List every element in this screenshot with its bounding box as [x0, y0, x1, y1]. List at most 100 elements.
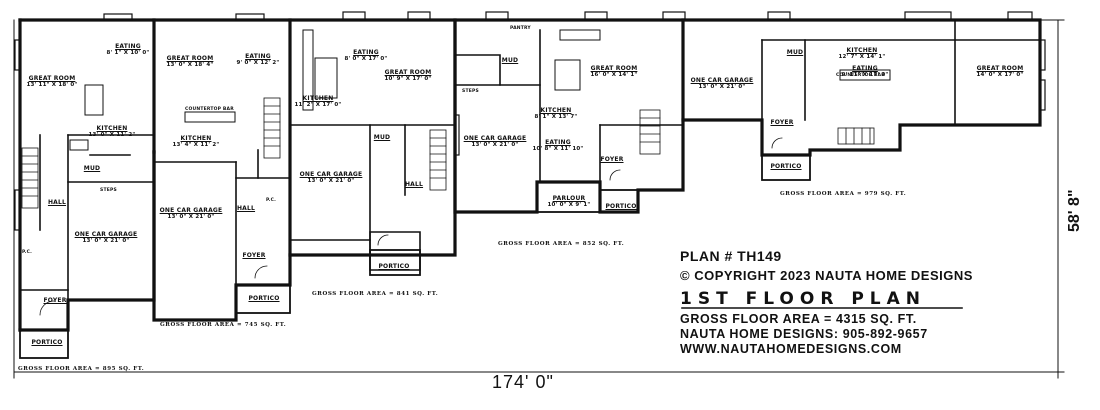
- room-name: PORTICO: [248, 295, 280, 302]
- room-dimensions: 10' 0" X 9' 1": [547, 202, 591, 208]
- room-name: GREAT ROOM: [976, 65, 1024, 72]
- room-name: EATING: [115, 43, 141, 50]
- room-dimensions: 13' 0" X 11' 2": [88, 132, 136, 138]
- room-name: KITCHEN: [96, 125, 128, 132]
- room-label: MUD: [84, 166, 100, 172]
- room-dimensions: 13' 0" X 18' 4": [166, 62, 214, 68]
- room-name: EATING: [545, 139, 571, 146]
- room-dimensions: 13' 11" X 18' 0": [26, 82, 78, 88]
- room-label: MUD: [374, 135, 390, 141]
- unit-1-gross-area: GROSS FLOOR AREA = 895 SQ. FT.: [18, 366, 145, 372]
- pc-label: P.C.: [266, 198, 276, 203]
- room-dimensions: 8' 1" X 13' 7": [534, 114, 578, 120]
- room-name: GREAT ROOM: [590, 65, 638, 72]
- room-name: KITCHEN: [540, 107, 572, 114]
- room-dimensions: 13' 0" X 21' 0": [167, 214, 215, 220]
- room-label: FOYER: [43, 298, 66, 304]
- room-name: MUD: [373, 134, 391, 141]
- room-name: KITCHEN: [846, 47, 878, 54]
- room-name: FOYER: [43, 297, 67, 304]
- room-label: HALL: [48, 200, 66, 206]
- room-label: FOYER: [600, 157, 623, 163]
- room-name: ONE CAR GARAGE: [74, 231, 138, 238]
- room-name: HALL: [404, 181, 424, 188]
- room-dimensions: 14' 0" X 17' 0": [976, 72, 1024, 78]
- room-label: FOYER: [770, 120, 793, 126]
- room-name: EATING: [852, 65, 878, 72]
- room-name: PORTICO: [605, 203, 637, 210]
- unit-5-walls: [681, 18, 1042, 157]
- gross-floor-area: GROSS FLOOR AREA = 4315 SQ. FT.: [680, 312, 917, 326]
- room-label: HALL: [405, 182, 423, 188]
- room-dimensions: 13' 0" X 21' 0": [471, 142, 519, 148]
- depth-dimension: 58' 8": [1066, 189, 1083, 232]
- portico-3-box: [369, 249, 421, 276]
- room-name: KITCHEN: [180, 135, 212, 142]
- room-name: GREAT ROOM: [384, 69, 432, 76]
- phone: NAUTA HOME DESIGNS: 905-892-9657: [680, 327, 928, 341]
- room-dimensions: 11' 2" X 17' 0": [294, 102, 342, 108]
- room-name: ONE CAR GARAGE: [159, 207, 223, 214]
- room-label: PORTICO: [31, 340, 62, 346]
- portico-2-box: [235, 284, 291, 314]
- room-name: KITCHEN: [302, 95, 334, 102]
- room-name: PORTICO: [31, 339, 63, 346]
- dimension-lines: [13, 19, 1065, 379]
- room-dimensions: 13' 4" X 11' 2": [172, 142, 220, 148]
- room-dimensions: 8' 1" X 10' 0": [106, 50, 150, 56]
- pantry-label: PANTRY: [510, 26, 531, 31]
- room-dimensions: 16' 0" X 14' 1": [590, 72, 638, 78]
- room-label: PORTICO: [378, 264, 409, 270]
- room-name: PORTICO: [770, 163, 802, 170]
- room-label: MUD: [787, 50, 803, 56]
- room-name: EATING: [245, 53, 271, 60]
- room-label: FOYER: [242, 253, 265, 259]
- unit-2-gross-area: GROSS FLOOR AREA = 745 SQ. FT.: [160, 322, 287, 328]
- room-dimensions: 8' 0" X 17' 0": [344, 56, 388, 62]
- width-dimension: 174' 0": [492, 372, 554, 392]
- stairs: [21, 97, 875, 209]
- pc-label: P.C.: [22, 250, 32, 255]
- room-label: HALL: [237, 206, 255, 212]
- steps-label: STEPS: [100, 188, 117, 193]
- copyright: © COPYRIGHT 2023 NAUTA HOME DESIGNS: [680, 268, 973, 283]
- room-dimensions: 12' 7" X 14' 1": [838, 54, 886, 60]
- room-name: MUD: [501, 57, 519, 64]
- unit-3-gross-area: GROSS FLOOR AREA = 841 SQ. FT.: [312, 291, 439, 297]
- countertop-bar-label: COUNTERTOP BAR: [185, 107, 234, 112]
- unit-4-gross-area: GROSS FLOOR AREA = 852 SQ. FT.: [498, 241, 625, 247]
- website: WWW.NAUTAHOMEDESIGNS.COM: [680, 342, 902, 356]
- room-dimensions: 10' 8" X 11' 10": [532, 146, 584, 152]
- room-name: FOYER: [600, 156, 624, 163]
- room-name: ONE CAR GARAGE: [299, 171, 363, 178]
- room-label: PORTICO: [770, 164, 801, 170]
- room-dimensions: 9' 0" X 12' 2": [236, 60, 280, 66]
- room-name: ONE CAR GARAGE: [690, 77, 754, 84]
- unit-5-gross-area: GROSS FLOOR AREA = 979 SQ. FT.: [780, 191, 907, 197]
- room-name: ONE CAR GARAGE: [463, 135, 527, 142]
- countertop-bar-label: COUNTERTOP BAR: [836, 73, 885, 78]
- room-label: PORTICO: [605, 204, 636, 210]
- portico-5-box: [761, 154, 811, 181]
- plan-number: PLAN # TH149: [680, 248, 782, 264]
- room-name: EATING: [353, 49, 379, 56]
